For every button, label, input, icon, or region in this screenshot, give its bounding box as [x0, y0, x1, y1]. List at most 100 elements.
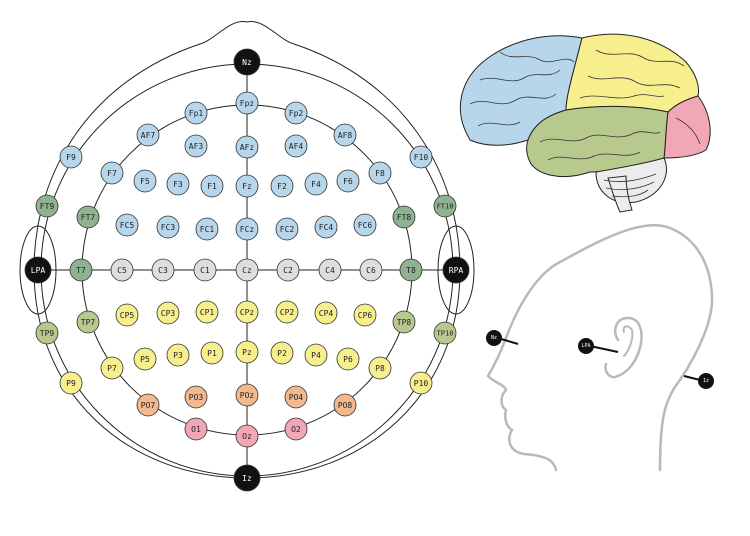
electrode-label: CPz [240, 308, 255, 317]
electrode-po7: PO7 [136, 393, 160, 417]
electrode-fc5: FC5 [115, 213, 139, 237]
electrode-pz: Pz [235, 340, 259, 364]
electrode-marker [235, 340, 259, 364]
electrode-lpa: LPA [24, 256, 52, 284]
electrode-p10: P10 [409, 371, 433, 395]
electrode-marker [353, 303, 377, 327]
profile-outline [486, 223, 714, 472]
electrode-label: AF3 [189, 142, 204, 151]
electrode-af3: AF3 [184, 134, 208, 158]
electrode-label: F10 [414, 153, 429, 162]
electrode-fc6: FC6 [353, 213, 377, 237]
electrode-label: PO3 [189, 393, 204, 402]
electrode-label: P6 [343, 355, 353, 364]
electrode-fp1: Fp1 [184, 101, 208, 125]
electrode-label: AF4 [289, 142, 304, 151]
electrode-label: Fz [242, 182, 252, 191]
electrode-marker [359, 258, 383, 282]
electrode-label: FC1 [200, 225, 215, 234]
electrode-tp10: TP10 [433, 321, 457, 345]
electrode-marker [195, 300, 219, 324]
electrode-marker [76, 205, 100, 229]
electrode-tp9: TP9 [35, 321, 59, 345]
electrode-po8: PO8 [333, 393, 357, 417]
electrode-cp1: CP1 [195, 300, 219, 324]
electrode-marker [336, 347, 360, 371]
electrode-ft8: FT8 [392, 205, 416, 229]
electrode-label: P8 [375, 364, 385, 373]
electrode-p1: P1 [200, 341, 224, 365]
electrode-p7: P7 [100, 356, 124, 380]
electrode-p2: P2 [270, 341, 294, 365]
electrode-marker [314, 301, 338, 325]
electrode-marker [133, 347, 157, 371]
electrode-label: FC6 [358, 221, 373, 230]
electrode-label: TP7 [81, 318, 96, 327]
electrode-marker [35, 321, 59, 345]
electrode-label: FT8 [397, 213, 412, 222]
electrode-marker [235, 91, 259, 115]
electrode-label: Pz [242, 348, 252, 357]
parietal-lobe [565, 33, 699, 113]
electrode-label: C4 [325, 266, 335, 275]
electrode-p3: P3 [166, 343, 190, 367]
electrode-label: Fpz [240, 99, 255, 108]
electrode-po3: PO3 [184, 385, 208, 409]
electrode-marker [368, 161, 392, 185]
electrode-f9: F9 [59, 145, 83, 169]
electrode-label: CP2 [280, 308, 295, 317]
electrode-label: F4 [311, 180, 321, 189]
profile-iz-label: Iz [703, 378, 709, 384]
electrode-marker [336, 169, 360, 193]
electrode-marker [442, 256, 470, 284]
electrode-marker [200, 174, 224, 198]
head-map [19, 21, 475, 479]
electrode-af7: AF7 [136, 123, 160, 147]
electrode-label: F6 [343, 177, 353, 186]
head-profile [486, 223, 714, 472]
electrode-label: C6 [366, 266, 376, 275]
ear-outer [604, 316, 643, 379]
electrode-label: CP6 [358, 311, 373, 320]
electrode-marker [195, 217, 219, 241]
electrode-p4: P4 [304, 343, 328, 367]
electrode-label: LPA [31, 266, 46, 275]
electrode-cpz: CPz [235, 300, 259, 324]
electrode-label: CP3 [161, 309, 176, 318]
electrode-marker [156, 301, 180, 325]
electrode-label: P5 [140, 355, 150, 364]
electrode-marker [304, 172, 328, 196]
electrode-marker [433, 194, 457, 218]
electrode-label: C1 [200, 266, 210, 275]
electrode-marker [399, 258, 423, 282]
electrode-label: POz [240, 391, 255, 400]
electrode-marker [235, 258, 259, 282]
electrode-fc1: FC1 [195, 217, 219, 241]
electrode-marker [333, 393, 357, 417]
electrode-f8: F8 [368, 161, 392, 185]
electrode-marker [166, 172, 190, 196]
electrode-f6: F6 [336, 169, 360, 193]
electrode-label: FT10 [437, 203, 454, 211]
electrode-cp6: CP6 [353, 303, 377, 327]
electrode-marker [184, 134, 208, 158]
brain-illustration [459, 33, 711, 213]
electrode-tp8: TP8 [392, 310, 416, 334]
electrode-ft10: FT10 [433, 194, 457, 218]
electrode-label: T8 [406, 266, 416, 275]
electrode-marker [270, 174, 294, 198]
electrode-label: O1 [191, 425, 201, 434]
electrode-t8: T8 [399, 258, 423, 282]
electrode-f7: F7 [100, 161, 124, 185]
brain-folds [469, 49, 701, 198]
electrode-label: PO7 [141, 401, 156, 410]
electrode-label: TP9 [40, 329, 55, 338]
electrode-fcz: FCz [235, 217, 259, 241]
electrode-fc4: FC4 [314, 215, 338, 239]
electrode-label: FC3 [161, 223, 176, 232]
electrode-oz: Oz [235, 424, 259, 448]
electrode-marker [184, 101, 208, 125]
electrode-marker [233, 464, 261, 492]
electrode-c5: C5 [110, 258, 134, 282]
electrode-marker [318, 258, 342, 282]
